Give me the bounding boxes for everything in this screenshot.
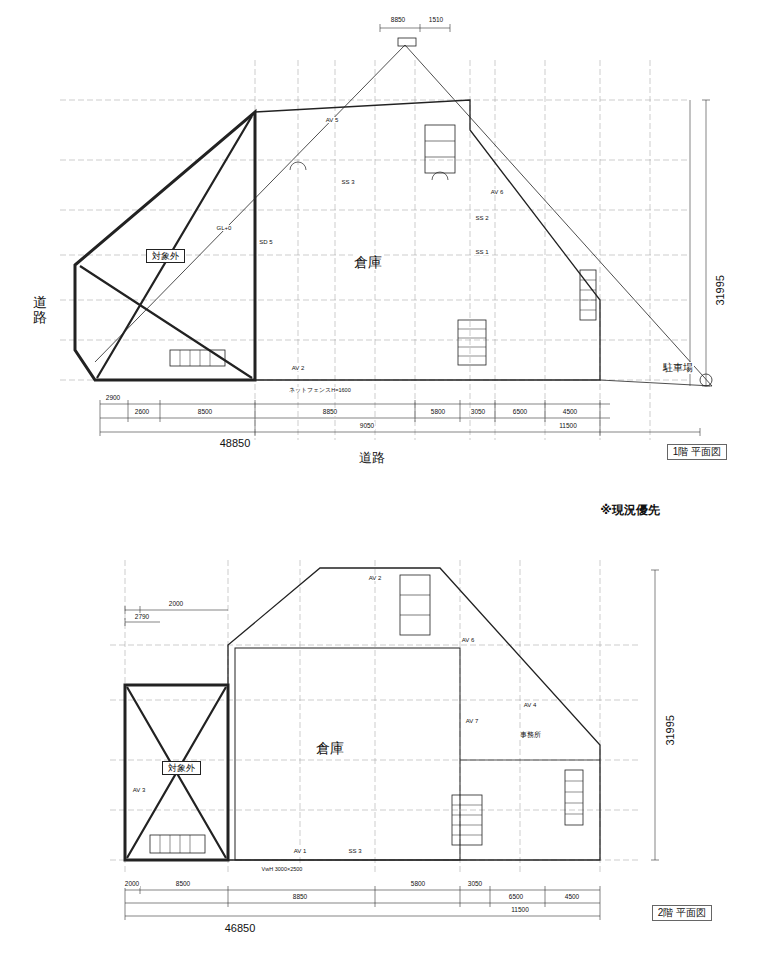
dimension: 8850: [322, 408, 338, 415]
level-note: GL+0: [216, 225, 233, 232]
dimension: 11500: [558, 422, 578, 429]
callout-code: AV 5: [325, 117, 340, 124]
dimension: 2900: [105, 394, 121, 401]
dimension: 4500: [564, 893, 580, 900]
road-label: 道路: [358, 451, 386, 466]
dimension: 8500: [175, 880, 191, 887]
note: ※現況優先: [599, 504, 661, 518]
excluded-area-tag: 対象外: [146, 249, 185, 264]
excluded-area-tag: 対象外: [162, 761, 201, 776]
dimension: 6500: [512, 408, 528, 415]
callout-code: SD 5: [258, 239, 273, 246]
dimension: 8850: [292, 893, 308, 900]
dimension: 4500: [562, 408, 578, 415]
dimension: 48850: [219, 437, 252, 450]
door-note: VwH 3000×2500: [261, 866, 304, 872]
dimension: 2000: [124, 880, 140, 887]
dimension: 2790: [134, 613, 150, 620]
dimension: 2000: [168, 600, 184, 607]
plan-2f: [125, 568, 600, 860]
dimension: 11500: [510, 906, 530, 913]
plan-1f: [75, 38, 712, 386]
callout-code: AV 1: [293, 848, 308, 855]
node-text: 対象外: [152, 251, 179, 262]
callout-code: SS 1: [474, 249, 489, 256]
dimension: 3050: [470, 408, 486, 415]
road-label: 道路: [32, 295, 48, 326]
dimension-lines-1f: [100, 24, 710, 436]
area-label: 駐車場: [662, 362, 694, 374]
dimension: 5800: [410, 880, 426, 887]
callout-code: AV 6: [461, 637, 476, 644]
dimension: 31995: [714, 274, 727, 307]
dimension: 31995: [664, 714, 677, 747]
dimension: 8500: [197, 408, 213, 415]
sheet-title-box: 2階 平面図: [652, 905, 712, 921]
node-text: 対象外: [168, 763, 195, 774]
dimension: 1510: [428, 16, 444, 23]
dimension: 3050: [467, 880, 483, 887]
callout-code: AV 3: [132, 787, 147, 794]
sheet-title-box: 1階 平面図: [667, 444, 727, 460]
callout-code: AV 6: [490, 189, 505, 196]
dimension: 6500: [508, 893, 524, 900]
dimension: 8850: [390, 16, 406, 23]
fence-note: ネットフェンスH=1600: [288, 387, 351, 393]
dimension: 2600: [134, 408, 150, 415]
node-text: 1階 平面図: [673, 446, 721, 458]
room-label: 倉庫: [353, 254, 383, 270]
dimension: 9050: [359, 422, 375, 429]
dimension: 5800: [430, 408, 446, 415]
grid-lines: [60, 60, 690, 875]
callout-code: AV 2: [291, 365, 306, 372]
callout-code: AV 2: [368, 575, 383, 582]
dimension-lines-2f: [125, 570, 659, 920]
callout-code: SS 3: [340, 179, 355, 186]
callout-code: SS 2: [474, 215, 489, 222]
room-label: 倉庫: [315, 740, 345, 756]
callout-code: SS 3: [347, 848, 362, 855]
dimension: 46850: [224, 922, 257, 935]
room-label: 事務所: [519, 731, 542, 739]
callout-code: AV 4: [523, 702, 538, 709]
callout-code: AV 7: [465, 718, 480, 725]
node-text: 2階 平面図: [658, 907, 706, 919]
